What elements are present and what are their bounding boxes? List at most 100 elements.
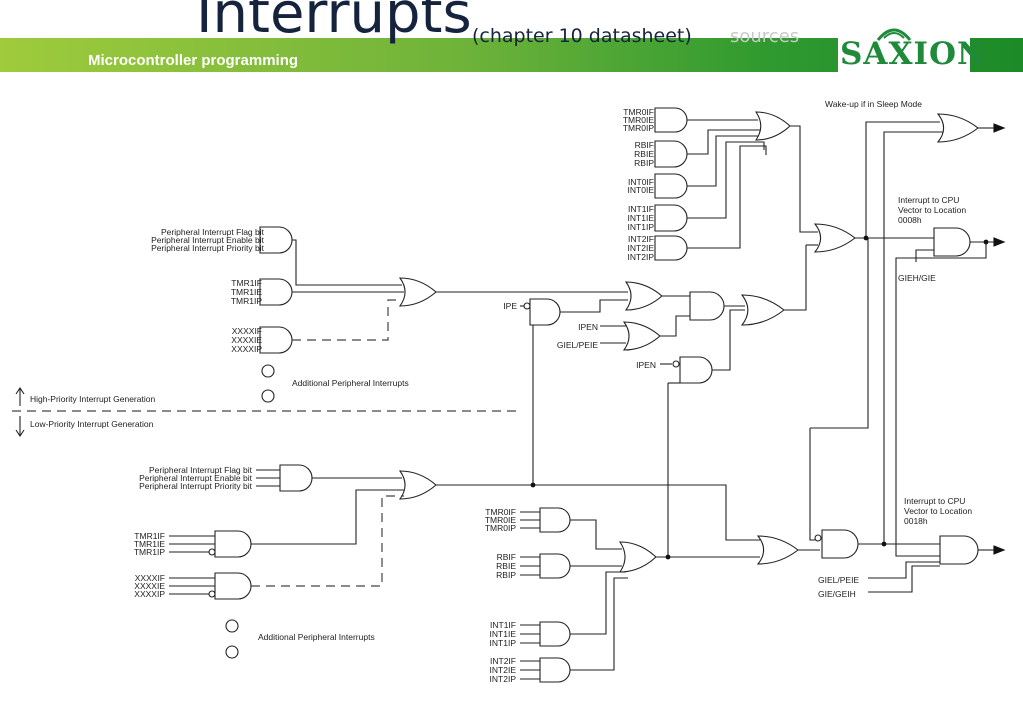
wire [251, 489, 404, 545]
or-gate [622, 321, 661, 351]
page-title: Interrupts [196, 0, 472, 46]
wire [868, 561, 940, 579]
signal-label: INT0IE [628, 185, 655, 195]
signal-label: TMR0IP [623, 123, 655, 133]
signal-label: IPEN [636, 360, 656, 370]
signal-label: INT1IP [628, 222, 655, 232]
dashed-connector [292, 299, 402, 341]
signal-label: TMR1IP [134, 547, 166, 557]
wire [687, 141, 765, 219]
saxion-logo-icon [876, 28, 912, 41]
signal-label: GIEL/PEIE [818, 575, 859, 585]
wire [784, 245, 807, 311]
and-gate [654, 107, 688, 133]
and-gate [939, 535, 979, 565]
wire [560, 299, 628, 313]
signal-label: XXXXIP [134, 589, 165, 599]
signal-label: Interrupt to CPU [898, 195, 959, 205]
signal-label: RBIE [634, 149, 654, 159]
or-gate [936, 113, 979, 143]
signal-label: Peripheral Interrupt Enable bit [151, 235, 265, 245]
and-gate [539, 507, 571, 533]
signal-label: XXXXIF [232, 326, 262, 336]
signal-label: 0018h [904, 516, 928, 526]
signal-label: TMR1IE [231, 287, 263, 297]
dashed-connector [251, 495, 404, 587]
signal-label: TMR1IE [134, 539, 166, 549]
signal-label: High-Priority Interrupt Generation [30, 394, 155, 404]
signal-label: IPEN [578, 322, 598, 332]
signal-label: Peripheral Interrupt Flag bit [161, 227, 265, 237]
signal-label: INT2IF [490, 656, 516, 666]
and-gate [279, 464, 313, 492]
signal-label: INT2IE [628, 243, 655, 253]
up-arrow-icon [15, 387, 25, 406]
signal-label: Wake-up if in Sleep Mode [825, 99, 922, 109]
signal-label: Vector to Location [898, 205, 966, 215]
or-gate [740, 294, 785, 326]
signal-label: RBIP [496, 570, 516, 580]
and-gate [654, 140, 688, 168]
signal-label: Low-Priority Interrupt Generation [30, 419, 154, 429]
signal-label: INT2IF [628, 234, 654, 244]
or-gate [618, 541, 657, 573]
and-gate [654, 173, 688, 199]
wire [436, 484, 760, 541]
and-gate [689, 291, 725, 321]
signal-label: Vector to Location [904, 506, 972, 516]
wire [292, 239, 402, 286]
wire [868, 565, 940, 593]
signal-label: XXXXIE [231, 335, 262, 345]
inverter-bubble [208, 548, 216, 556]
and-gate [539, 621, 571, 647]
and-gate [679, 356, 713, 384]
wire [895, 242, 987, 557]
signal-label: RBIE [496, 561, 516, 571]
wire [809, 428, 818, 541]
signal-label: Additional Peripheral Interrupts [258, 632, 375, 642]
wire [810, 238, 869, 429]
and-gate [259, 226, 293, 254]
page-title-suffix: (chapter 10 datasheet) [472, 25, 692, 47]
signal-label: Peripheral Interrupt Priority bit [151, 243, 265, 253]
or-gate [398, 277, 437, 307]
wire [687, 129, 760, 155]
and-gate [214, 572, 252, 600]
junction-dot [530, 482, 536, 488]
additional-interrupt-marker [261, 389, 275, 403]
wire [570, 571, 626, 635]
signal-label: INT1IE [628, 213, 655, 223]
or-gate [754, 111, 791, 141]
wire [570, 577, 628, 671]
signal-label: TMR1IF [134, 531, 165, 541]
wire [712, 309, 745, 371]
signal-label: TMR0IP [485, 523, 517, 533]
signal-label: INT2IP [628, 252, 655, 262]
or-gate [756, 535, 799, 565]
and-gate [259, 278, 293, 306]
inverter-bubble [814, 534, 822, 542]
wire [865, 121, 940, 238]
or-gate [624, 281, 663, 311]
output-arrow [993, 237, 1006, 247]
signal-label: RBIF [635, 140, 654, 150]
output-arrow [993, 545, 1006, 555]
signal-label: Peripheral Interrupt Priority bit [139, 481, 253, 491]
inverter-bubble [208, 590, 216, 598]
junction-dot [881, 541, 887, 547]
signal-label: GIEH/GIE [898, 273, 936, 283]
signal-label: Interrupt to CPU [904, 496, 965, 506]
logo-background [838, 38, 970, 72]
signal-label: Peripheral Interrupt Flag bit [149, 465, 253, 475]
output-arrow [993, 123, 1006, 133]
junction-dot [983, 239, 989, 245]
and-gate [214, 530, 252, 558]
signal-label: Additional Peripheral Interrupts [292, 378, 409, 388]
signal-label: INT2IE [490, 665, 517, 675]
signal-label: XXXXIE [134, 581, 165, 591]
and-gate [539, 553, 571, 579]
additional-interrupt-marker [225, 619, 239, 633]
inverter-bubble [523, 302, 531, 310]
signal-label: TMR1IF [231, 278, 262, 288]
